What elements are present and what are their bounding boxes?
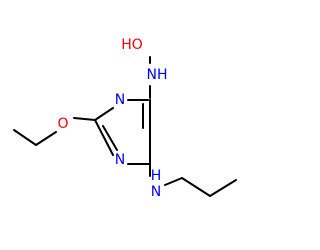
atom-ring-n-lower: N: [115, 152, 125, 168]
bond-c2-n1-inner: [102, 125, 118, 151]
atom-amino-nh-bottom-h: H: [151, 168, 162, 184]
molecule-diagram: HO NH N N O H N: [13, 37, 237, 200]
bond-c2-n1: [94, 119, 114, 156]
bond-ch2-ch3: [13, 129, 37, 146]
bond-c1-c2: [181, 177, 211, 197]
structure-svg: HO NH N N O H N: [13, 37, 237, 200]
bond-c2-o: [73, 117, 96, 121]
atom-hydroxyl-o: HO: [121, 37, 143, 53]
atom-ether-o: O: [57, 116, 68, 132]
bond-o-ch2: [35, 131, 57, 146]
bond-nh-c1: [164, 177, 183, 186]
atom-amino-nh-bottom-n: N: [151, 184, 161, 200]
atom-ring-n-upper: N: [115, 92, 125, 108]
bond-c2-c3: [209, 179, 237, 197]
atom-amino-nh-top: NH: [147, 67, 168, 83]
bond-n3-c2: [94, 107, 114, 121]
